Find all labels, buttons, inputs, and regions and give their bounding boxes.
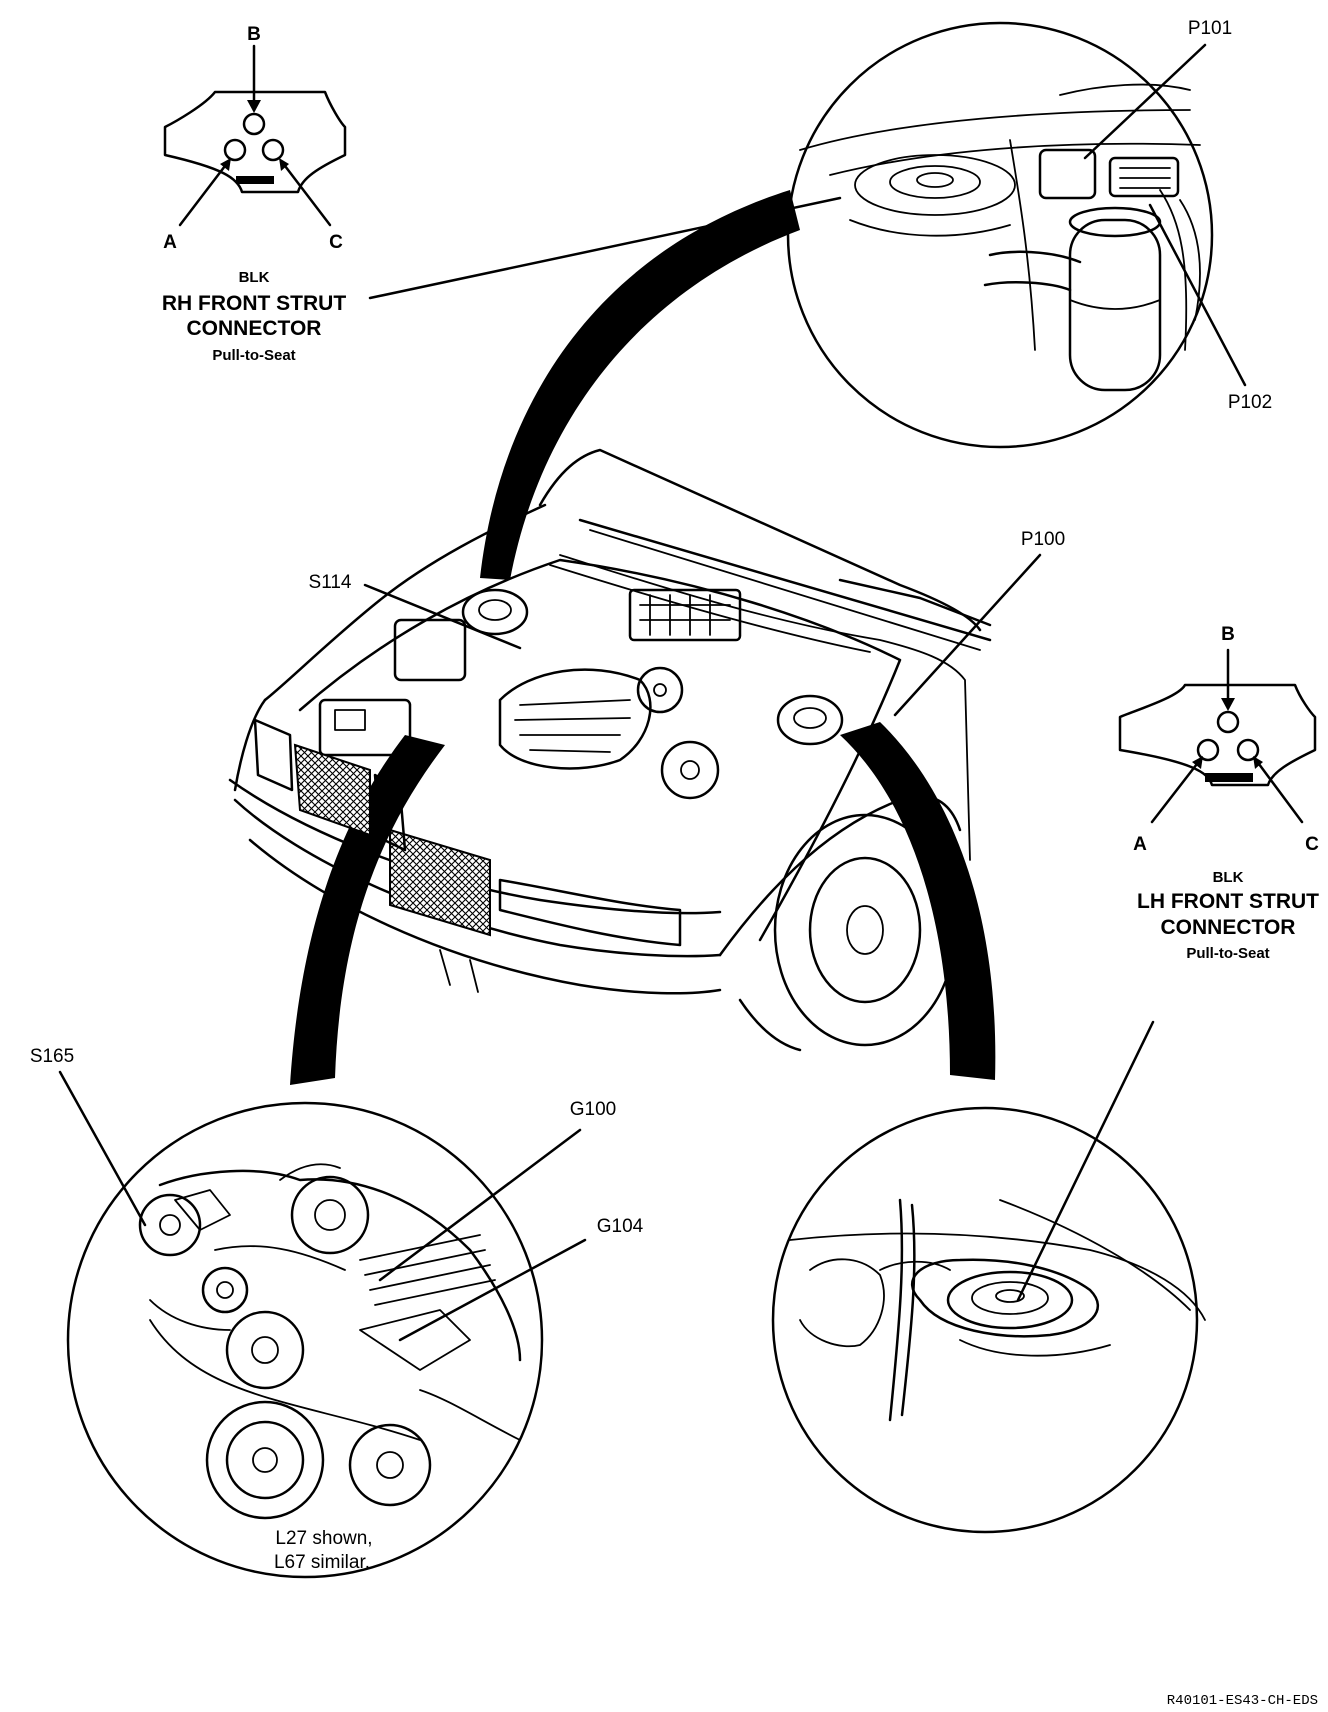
connection-bands	[290, 190, 996, 1085]
lh-pin-a-label: A	[1133, 834, 1147, 855]
callout-g104: G104	[597, 1216, 644, 1237]
lh-pin-b-label: B	[1221, 624, 1235, 645]
lh-strut-detail-view	[771, 1106, 1206, 1534]
lh-pin-c-label: C	[1305, 834, 1319, 855]
rh-pin-c-label: C	[329, 232, 343, 253]
engine-detail-view	[66, 1101, 544, 1579]
band-to-rh-strut-view	[480, 190, 800, 580]
engine-note-line1: L27 shown,	[275, 1528, 372, 1549]
g100-leader	[378, 1128, 582, 1282]
g104-leader	[398, 1238, 587, 1342]
callout-s165: S165	[30, 1046, 74, 1067]
lh-connector-subtitle: Pull-to-Seat	[1186, 945, 1269, 962]
lh-connector-color: BLK	[1213, 869, 1244, 886]
lh-connector-title-line2: CONNECTOR	[1161, 916, 1296, 939]
rh-connector-color: BLK	[239, 269, 270, 286]
callout-s114: S114	[309, 572, 352, 593]
p102-leader	[1148, 203, 1247, 387]
p101-leader	[1083, 43, 1207, 160]
s114-leader	[363, 583, 522, 650]
engine-note-line2: L67 similar.	[274, 1552, 370, 1573]
rh-strut-detail-view	[786, 21, 1214, 449]
callout-p100: P100	[1021, 529, 1065, 550]
rh-connector-leader	[368, 196, 842, 300]
s165-leader	[58, 1070, 147, 1227]
lh-connector-leader	[1016, 1020, 1155, 1302]
p100-leader	[893, 553, 1042, 717]
lh-connector-title-line1: LH FRONT STRUT	[1137, 890, 1319, 913]
band-to-engine-view	[290, 735, 445, 1085]
figure-id: R40101-ES43-CH-EDS	[1167, 1693, 1318, 1709]
rh-pin-b-label: B	[247, 24, 261, 45]
rh-connector-face	[163, 44, 347, 227]
vehicle-front-view	[228, 448, 992, 1052]
lh-connector-face	[1118, 648, 1317, 824]
rh-pin-a-label: A	[163, 232, 177, 253]
callout-g100: G100	[570, 1099, 616, 1120]
rh-connector-title-line1: RH FRONT STRUT	[162, 292, 346, 315]
rh-connector-subtitle: Pull-to-Seat	[212, 347, 295, 364]
callout-p101: P101	[1188, 18, 1232, 39]
band-to-lh-strut-view	[840, 722, 996, 1080]
rh-connector-title-line2: CONNECTOR	[187, 317, 322, 340]
callout-p102: P102	[1228, 392, 1272, 413]
